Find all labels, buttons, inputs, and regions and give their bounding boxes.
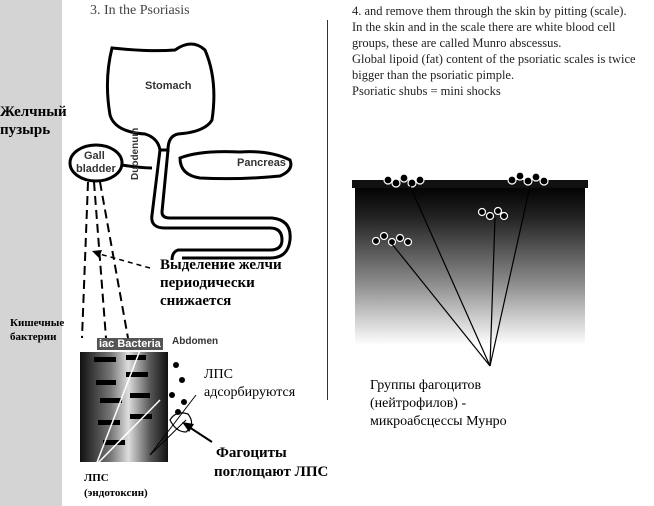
lps-endotoxin-2: (эндотоксин) <box>84 487 148 499</box>
right-text-line-4: Psoriatic shubs = mini shocks <box>352 84 501 98</box>
gall-label-1: Gall <box>84 150 105 162</box>
munro-label-2: (нейтрофилов) - <box>370 396 467 411</box>
phagocytes-label-2: поглощают ЛПС <box>214 464 329 480</box>
stomach-label: Stomach <box>145 80 192 92</box>
bile-label-3: снижается <box>160 293 232 309</box>
gall-label-2: bladder <box>76 163 116 175</box>
pancreas-label: Pancreas <box>237 157 286 169</box>
munro-label-3: микроабсцессы Мунро <box>370 414 507 429</box>
lps-endotoxin-1: ЛПС <box>84 472 109 484</box>
lps-adsorbed-1: ЛПС <box>204 367 233 382</box>
column-divider <box>327 20 328 400</box>
pancreas-outline <box>178 150 293 181</box>
right-text-line-2: In the skin and in the scale there are w… <box>352 20 616 50</box>
munro-label-1: Группы фагоцитов <box>370 378 482 393</box>
bile-label-1: Выделение желчи <box>160 257 282 273</box>
abdomen-label: Abdomen <box>172 336 219 347</box>
bacteria-ru-1: Кишечные <box>10 317 65 329</box>
bacteria-ru-2: бактерии <box>10 331 57 343</box>
gall-bladder-outline <box>68 143 124 183</box>
phagocytes-label-1: Фагоциты <box>216 445 287 461</box>
duodenum-label: Duodenum <box>130 127 141 180</box>
stomach-outline <box>105 42 216 152</box>
skin-section <box>355 185 585 345</box>
bacteria-label: iac Bacteria <box>97 338 163 350</box>
lps-adsorbed-2: адсорбируются <box>204 385 296 400</box>
duodenum-outline <box>150 149 284 261</box>
right-text: 4. and remove them through the skin by p… <box>352 3 652 99</box>
right-text-line-1: 4. and remove them through the skin by p… <box>352 4 627 18</box>
gallbladder-ru-2: пузырь <box>0 122 51 138</box>
section-title: 3. In the Psoriasis <box>90 3 190 18</box>
gallbladder-ru-1: Желчный <box>0 104 67 120</box>
bile-label-2: периодически <box>160 275 255 291</box>
right-text-line-3: Global lipoid (fat) content of the psori… <box>352 52 636 82</box>
left-margin-bar <box>0 0 62 506</box>
intestine-cylinder <box>80 352 168 462</box>
